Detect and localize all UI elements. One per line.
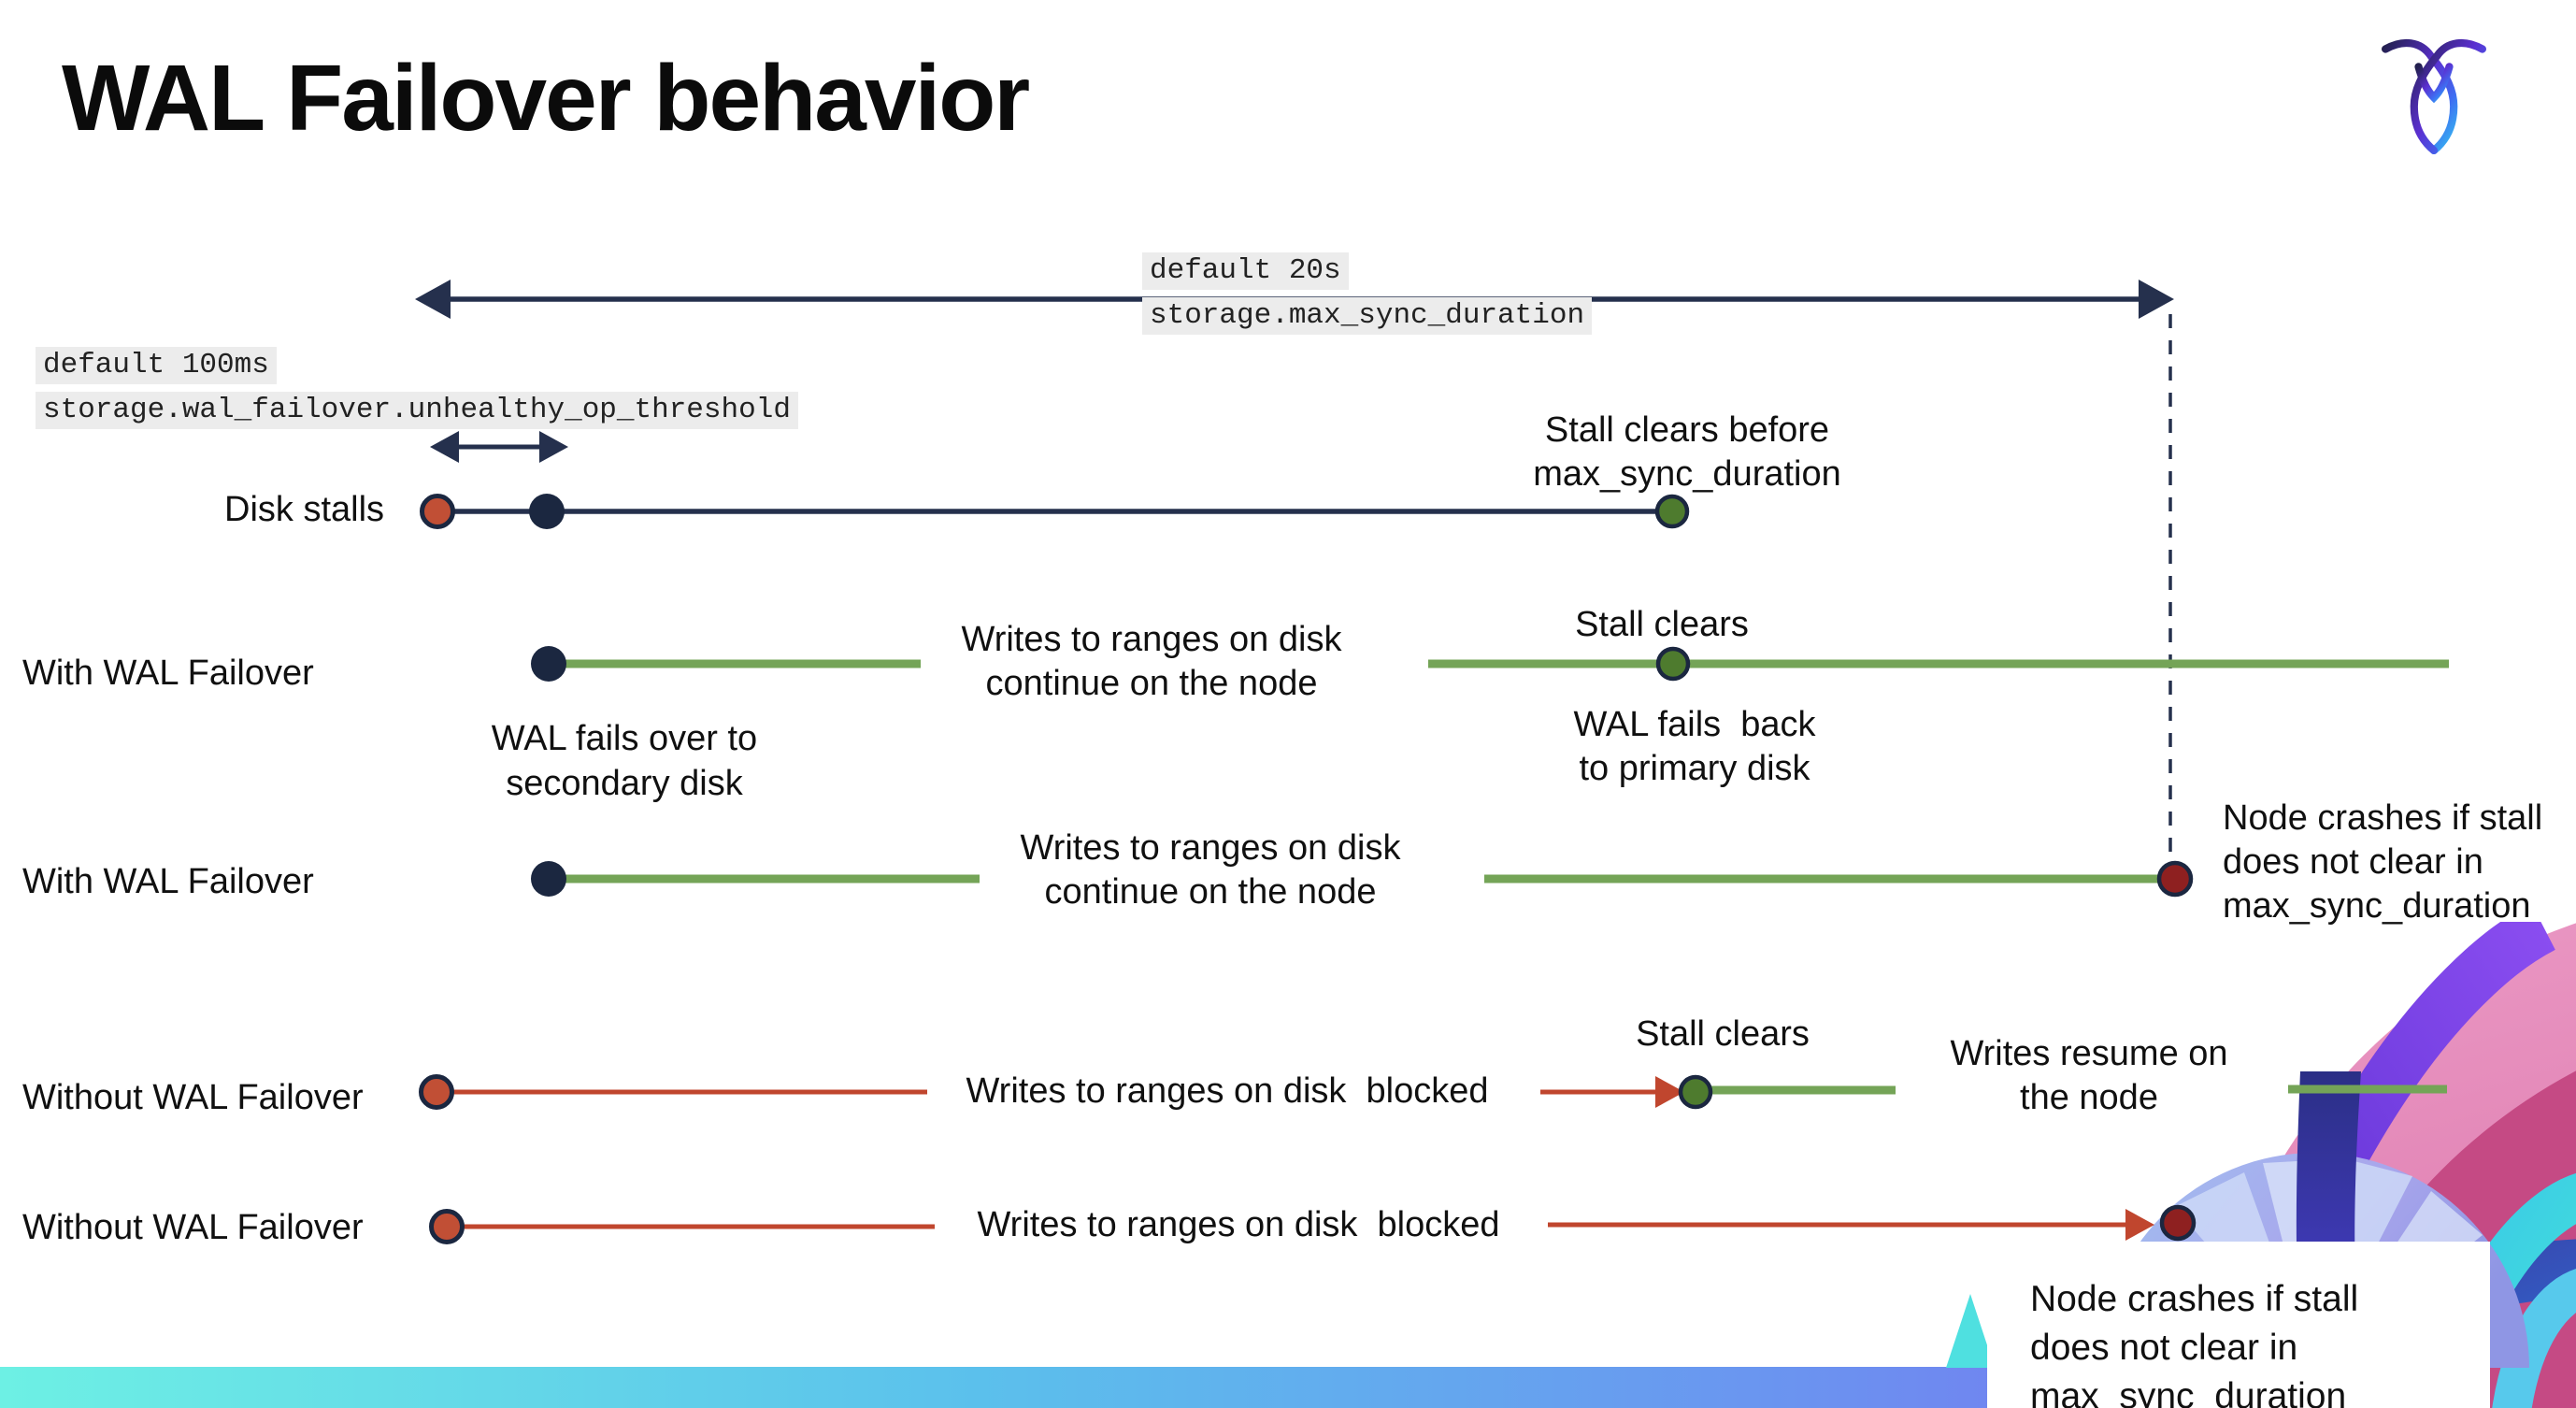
page-title: WAL Failover behavior xyxy=(62,46,1030,151)
row-label-without-wal-failover-1: Without WAL Failover xyxy=(22,1078,364,1117)
stall-start-dot xyxy=(419,1074,454,1110)
stall-clears-dot xyxy=(1655,646,1691,682)
annotation-wal-fails-over: WAL fails over to secondary disk xyxy=(491,719,758,803)
unhealthy-op-threshold-label: default 100ms storage.wal_failover.unhea… xyxy=(36,347,798,429)
arrowhead-right-icon xyxy=(1655,1076,1684,1108)
annotation-writes-continue-2: Writes to ranges on disk continue on the… xyxy=(1020,828,1401,912)
setting-name: storage.max_sync_duration xyxy=(1142,297,1593,335)
failover-dot xyxy=(531,861,566,897)
setting-name: storage.wal_failover.unhealthy_op_thresh… xyxy=(36,392,798,429)
arrowhead-right-icon xyxy=(2139,280,2174,319)
node-crash-callout: Node crashes if stall does not clear in … xyxy=(1987,1242,2490,1408)
row-label-disk-stalls: Disk stalls xyxy=(224,490,385,529)
annotation-node-crashes-box: Node crashes if stall does not clear in … xyxy=(2030,1279,2359,1408)
row-label-without-wal-failover-2: Without WAL Failover xyxy=(22,1208,364,1247)
threshold-dot xyxy=(529,494,565,529)
annotation-stall-clears-before: Stall clears before max_sync_duration xyxy=(1533,410,1841,494)
cockroachdb-logo-icon xyxy=(2382,38,2486,155)
max-sync-duration-label: default 20s storage.max_sync_duration xyxy=(1142,252,1593,335)
annotation-stall-clears-2: Stall clears xyxy=(1636,1014,1810,1054)
annotation-writes-blocked-1: Writes to ranges on disk blocked xyxy=(966,1071,1489,1111)
annotation-wal-fails-back: WAL fails back to primary disk xyxy=(1573,705,1816,788)
stall-start-dot xyxy=(429,1209,465,1244)
annotation-writes-resume: Writes resume on the node xyxy=(1950,1034,2228,1117)
node-crash-dot xyxy=(2156,860,2194,898)
teal-arc-inner xyxy=(2492,1269,2576,1408)
row-label-with-wal-failover-2: With WAL Failover xyxy=(22,862,314,901)
row-label-with-wal-failover-1: With WAL Failover xyxy=(22,654,314,693)
arrowhead-left-icon xyxy=(430,431,459,463)
annotation-stall-clears-1: Stall clears xyxy=(1575,605,1749,644)
arrowhead-right-icon xyxy=(539,431,568,463)
arrowhead-right-icon xyxy=(2125,1209,2154,1241)
annotation-node-crashes-timeline: Node crashes if stall does not clear in … xyxy=(2223,798,2543,926)
arrowhead-left-icon xyxy=(415,280,451,319)
cyan-sliver xyxy=(1946,1294,1995,1368)
annotation-writes-continue-1: Writes to ranges on disk continue on the… xyxy=(961,620,1342,703)
stall-clears-dot xyxy=(1678,1074,1713,1110)
failover-dot xyxy=(531,646,566,682)
setting-default-value: default 20s xyxy=(1142,252,1349,290)
setting-default-value: default 100ms xyxy=(36,347,277,384)
annotation-writes-blocked-2: Writes to ranges on disk blocked xyxy=(977,1205,1500,1244)
node-crash-dot xyxy=(2159,1204,2197,1242)
stall-start-dot xyxy=(420,494,455,529)
stall-clears-dot xyxy=(1654,494,1690,529)
